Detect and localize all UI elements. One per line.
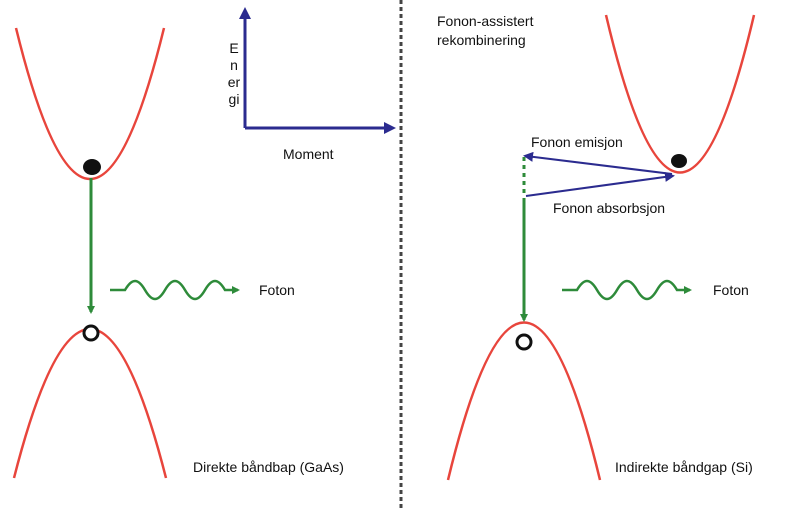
energy-axis-label: Energi [227, 40, 241, 107]
right-conduction-band [604, 14, 756, 174]
phonon-absorption-arrow [525, 171, 675, 197]
right-panel-title: Fonon-assistert rekombinering [437, 13, 534, 48]
left-caption: Direkte båndbap (GaAs) [193, 459, 344, 475]
right-photon-label: Foton [713, 282, 749, 298]
left-electron [83, 159, 101, 175]
left-photon-wave [110, 279, 240, 301]
left-hole [82, 324, 100, 342]
right-hole [515, 333, 533, 351]
right-valence-band [446, 321, 602, 481]
left-valence-band [12, 327, 168, 479]
momentum-axis-label: Moment [283, 146, 334, 162]
phonon-emission-label: Fonon emisjon [531, 134, 623, 150]
right-electron [671, 154, 687, 168]
left-conduction-band [14, 27, 166, 181]
right-caption: Indirekte båndgap (Si) [615, 459, 753, 475]
phonon-absorption-label: Fonon absorbsjon [553, 200, 666, 216]
right-photon-wave [562, 279, 692, 301]
phonon-emission-arrow [523, 151, 673, 175]
left-photon-label: Foton [259, 282, 295, 298]
